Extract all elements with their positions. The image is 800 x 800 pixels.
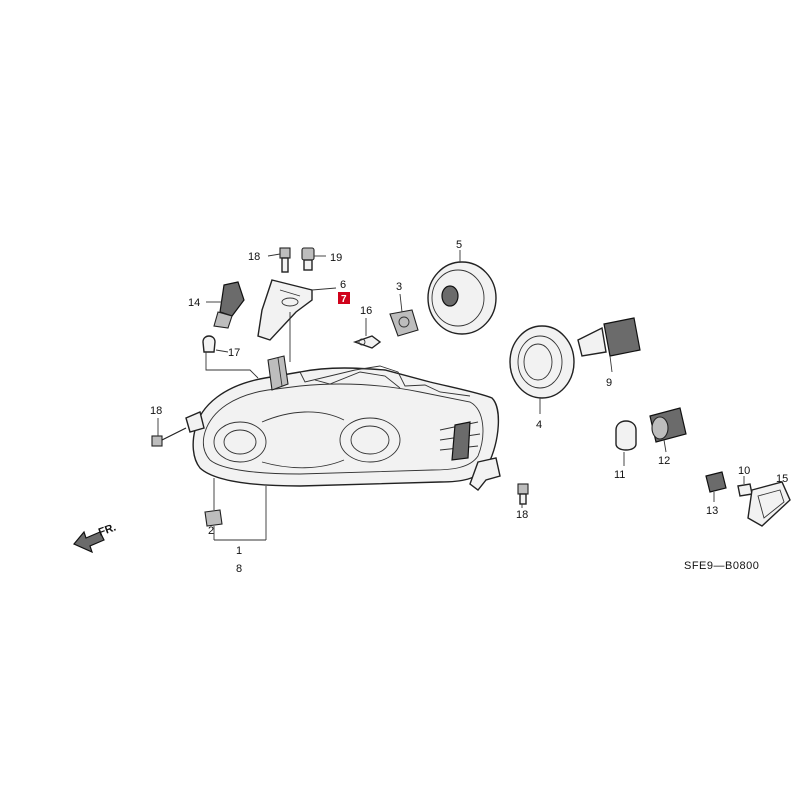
bracket-part-6 bbox=[257, 279, 313, 341]
label-12: 12 bbox=[658, 455, 670, 467]
label-16: 16 bbox=[360, 305, 372, 317]
direction-label: FR. bbox=[97, 521, 118, 538]
part-labels: 18 19 6 7 14 17 16 3 5 4 9 11 12 10 13 1… bbox=[150, 239, 788, 575]
side-marker-part-15 bbox=[747, 481, 791, 527]
label-11: 11 bbox=[614, 469, 625, 481]
headlight-housing bbox=[185, 355, 501, 491]
clip-part-2 bbox=[204, 509, 223, 527]
front-direction-indicator: FR. bbox=[73, 521, 118, 554]
highlight-badge bbox=[338, 292, 350, 304]
bulb-part-10 bbox=[737, 483, 753, 497]
label-8: 8 bbox=[236, 563, 242, 575]
label-9: 9 bbox=[606, 377, 612, 389]
diagram-code: SFE9—B0800 bbox=[684, 560, 759, 572]
socket-part-12 bbox=[649, 407, 687, 443]
label-13: 13 bbox=[706, 505, 718, 517]
bulb-part-9 bbox=[577, 317, 641, 357]
label-15: 15 bbox=[776, 473, 788, 485]
screw-part-18-top bbox=[279, 247, 291, 273]
cover-part-4 bbox=[509, 325, 575, 399]
label-18-left: 18 bbox=[150, 405, 162, 417]
label-3: 3 bbox=[396, 281, 402, 293]
label-5: 5 bbox=[456, 239, 462, 251]
socket-part-14 bbox=[213, 281, 245, 329]
label-2: 2 bbox=[208, 525, 214, 537]
label-14: 14 bbox=[188, 297, 200, 309]
label-10: 10 bbox=[738, 465, 750, 477]
screw-part-18-left bbox=[151, 427, 187, 447]
leader-lines bbox=[157, 250, 745, 541]
label-17: 17 bbox=[228, 347, 240, 359]
label-1: 1 bbox=[236, 545, 242, 557]
label-18-top: 18 bbox=[248, 251, 260, 263]
clip-part-19 bbox=[301, 247, 315, 271]
label-7: 7 bbox=[341, 294, 347, 305]
dust-cap-part-5 bbox=[427, 261, 497, 335]
bulb-part-16 bbox=[352, 335, 382, 349]
bulb-part-17 bbox=[202, 335, 216, 353]
label-6: 6 bbox=[340, 279, 346, 291]
highlight-badge-7: 7 bbox=[338, 292, 350, 305]
label-4: 4 bbox=[536, 419, 542, 431]
label-19: 19 bbox=[330, 252, 342, 264]
holder-part-3 bbox=[389, 309, 419, 337]
socket-part-13 bbox=[705, 471, 727, 493]
bulb-part-11 bbox=[615, 420, 637, 451]
screw-part-18-right bbox=[517, 483, 529, 505]
label-18-right: 18 bbox=[516, 509, 528, 521]
